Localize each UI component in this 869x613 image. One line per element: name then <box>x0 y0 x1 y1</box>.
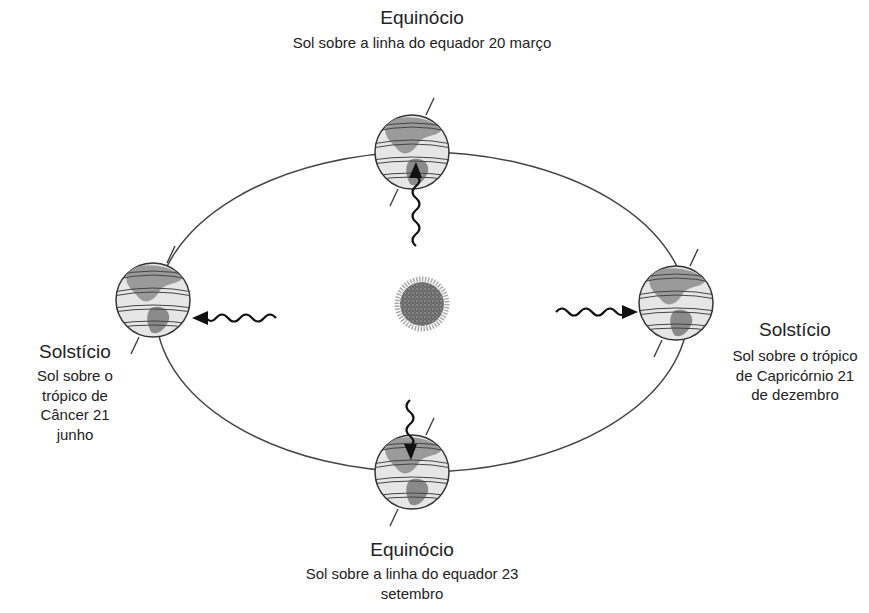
season-title: Equinócio <box>370 538 453 563</box>
season-note: Sol sobre o trópico de Capricórnio 21 de… <box>731 346 859 405</box>
season-title: Equinócio <box>380 6 463 31</box>
season-title: Solstício <box>759 318 831 343</box>
season-note: Sol sobre a linha do equador 20 março <box>292 33 552 53</box>
season-note: Sol sobre a linha do equador 23 setembro <box>282 564 542 603</box>
season-note: Sol sobre o trópico de Câncer 21 junho <box>25 366 125 444</box>
season-title: Solstício <box>39 340 111 365</box>
